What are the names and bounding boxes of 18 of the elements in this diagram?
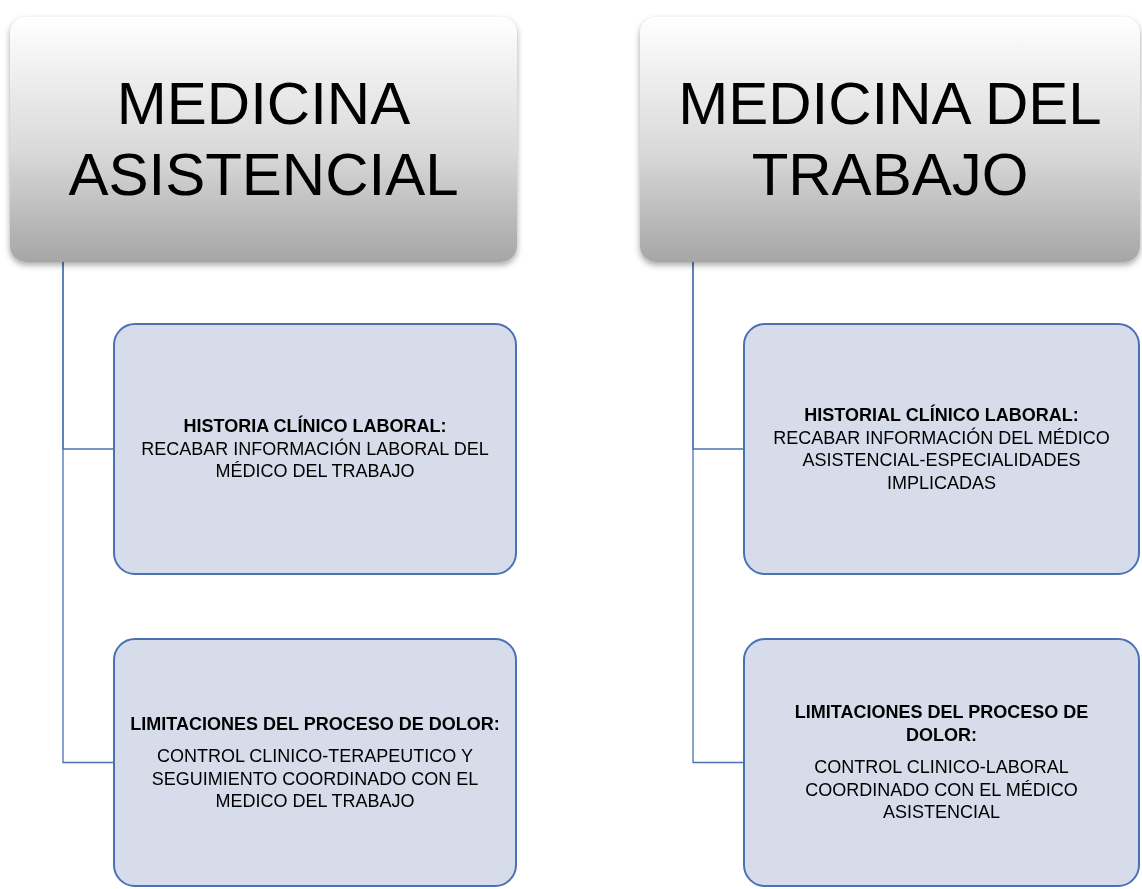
box-text: RECABAR INFORMACIÓN DEL MÉDICO ASISTENCIAL-ESPECIALIDADES IMPLICADAS xyxy=(772,426,1111,494)
title-text: MEDICINA DEL TRABAJO xyxy=(677,68,1103,210)
box-heading: LIMITACIONES DEL PROCESO DE DOLOR: xyxy=(793,701,1090,747)
title-text: MEDICINA ASISTENCIAL xyxy=(67,68,460,210)
content-box xyxy=(743,323,1140,575)
title-box xyxy=(640,17,1140,262)
box-text: CONTROL CLINICO-LABORAL COORDINADO CON EL MÉDICO ASISTENCIAL xyxy=(804,756,1079,824)
content-box xyxy=(113,638,517,887)
box-heading: HISTORIAL CLÍNICO LABORAL: xyxy=(804,404,1079,427)
connector-line xyxy=(692,261,744,764)
connector-line xyxy=(62,261,114,764)
box-text: CONTROL CLINICO-TERAPEUTICO Y SEGUIMIENTO COORDINADO CON EL MEDICO DEL TRABAJO xyxy=(150,745,480,813)
content-box xyxy=(743,638,1140,887)
box-heading: HISTORIA CLÍNICO LABORAL: xyxy=(183,415,447,438)
title-box xyxy=(10,17,517,262)
box-text: RECABAR INFORMACIÓN LABORAL DEL MÉDICO DEL TRABAJO xyxy=(140,437,490,483)
content-box xyxy=(113,323,517,575)
box-heading: LIMITACIONES DEL PROCESO DE DOLOR: xyxy=(130,712,500,735)
